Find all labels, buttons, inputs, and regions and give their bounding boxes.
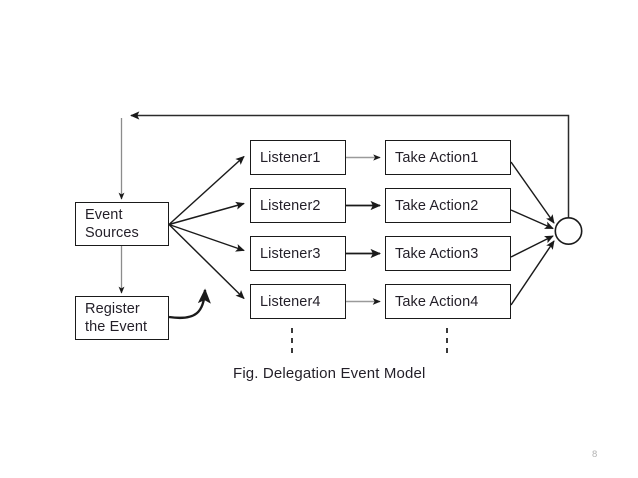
page-number: 8	[592, 449, 598, 460]
ellipsis-dot	[291, 338, 293, 343]
ellipsis-dot	[291, 328, 293, 333]
connector-listener-to-action	[346, 154, 382, 305]
node-take-action-3[interactable]: Take Action3	[385, 236, 511, 271]
ellipsis-dot	[446, 348, 448, 353]
connector-feedback-loop	[118, 111, 570, 217]
node-take-action-4-label: Take Action4	[395, 293, 479, 310]
junction-circle	[554, 217, 583, 246]
node-listener-3[interactable]: Listener3	[250, 236, 346, 271]
figure-caption: Fig. Delegation Event Model	[233, 365, 426, 382]
node-register-the-event-line2: the Event	[85, 319, 148, 335]
node-listener-1[interactable]: Listener1	[250, 140, 346, 175]
node-take-action-2[interactable]: Take Action2	[385, 188, 511, 223]
connector-sources-to-listener-fanout	[168, 155, 245, 300]
node-listener-2-label: Listener2	[260, 197, 321, 214]
node-register-the-event[interactable]: Register the Event	[75, 296, 169, 340]
node-listener-4-label: Listener4	[260, 293, 321, 310]
vertical-ellipsis-actions	[446, 328, 448, 358]
connector-register-to-listeners	[168, 288, 211, 320]
ellipsis-dot	[291, 348, 293, 353]
vertical-ellipsis-listeners	[291, 328, 293, 358]
node-take-action-1[interactable]: Take Action1	[385, 140, 511, 175]
node-take-action-2-label: Take Action2	[395, 197, 479, 214]
ellipsis-dot	[446, 338, 448, 343]
node-listener-3-label: Listener3	[260, 245, 321, 262]
node-register-the-event-line1: Register	[85, 301, 140, 317]
node-listener-2[interactable]: Listener2	[250, 188, 346, 223]
node-event-sources-line2: Sources	[85, 225, 139, 241]
node-take-action-1-label: Take Action1	[395, 149, 479, 166]
node-listener-1-label: Listener1	[260, 149, 321, 166]
node-take-action-4[interactable]: Take Action4	[385, 284, 511, 319]
node-listener-4[interactable]: Listener4	[250, 284, 346, 319]
ellipsis-dot	[446, 328, 448, 333]
node-take-action-3-label: Take Action3	[395, 245, 479, 262]
node-event-sources[interactable]: Event Sources	[75, 202, 169, 246]
connector-action-to-junction	[510, 161, 555, 306]
node-event-sources-line1: Event	[85, 207, 123, 223]
